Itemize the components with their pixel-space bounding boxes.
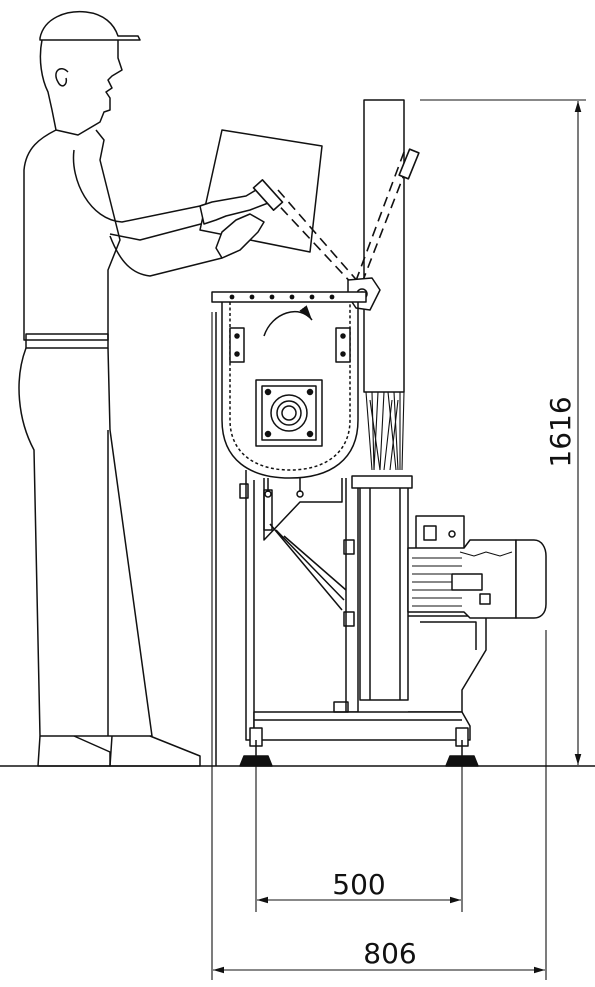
dimensions (211, 99, 586, 980)
trough-bolts (239, 478, 304, 499)
trough-outer (221, 302, 359, 479)
fan-volute (359, 488, 409, 701)
ear (55, 68, 69, 87)
base-width-dimension-label: 500 (332, 868, 385, 901)
side-plate-right (335, 327, 351, 363)
height-dimension-label: 1616 (544, 396, 577, 467)
flap-positions (252, 148, 420, 289)
top-plate-rivets (229, 294, 335, 300)
motor-end-cap (515, 539, 547, 619)
torso (23, 129, 121, 341)
legs (18, 347, 153, 737)
total-width-dimension-label: 806 (363, 937, 416, 970)
operator-figure (18, 10, 323, 767)
shoe-front (109, 735, 201, 767)
trough-inner (229, 302, 351, 471)
shoe-back (37, 735, 111, 767)
side-plate-left (229, 327, 245, 363)
fan-column (345, 478, 359, 713)
frame-inner-post (245, 470, 255, 741)
cap (39, 10, 141, 41)
brush-strands (365, 391, 405, 471)
motor-bracket (408, 615, 487, 713)
foot-left (239, 727, 273, 767)
base-frame (253, 711, 471, 741)
belt (25, 333, 109, 349)
hopper-top-plate (211, 291, 367, 303)
motor-nameplate (451, 573, 483, 591)
fan-housing (351, 475, 413, 489)
rotation-arrow (263, 305, 313, 337)
head (39, 39, 123, 136)
machine (211, 99, 547, 767)
front-arm-overlay (215, 213, 265, 259)
chute (269, 523, 347, 611)
foot-right (445, 727, 479, 767)
vertical-duct (363, 99, 405, 393)
